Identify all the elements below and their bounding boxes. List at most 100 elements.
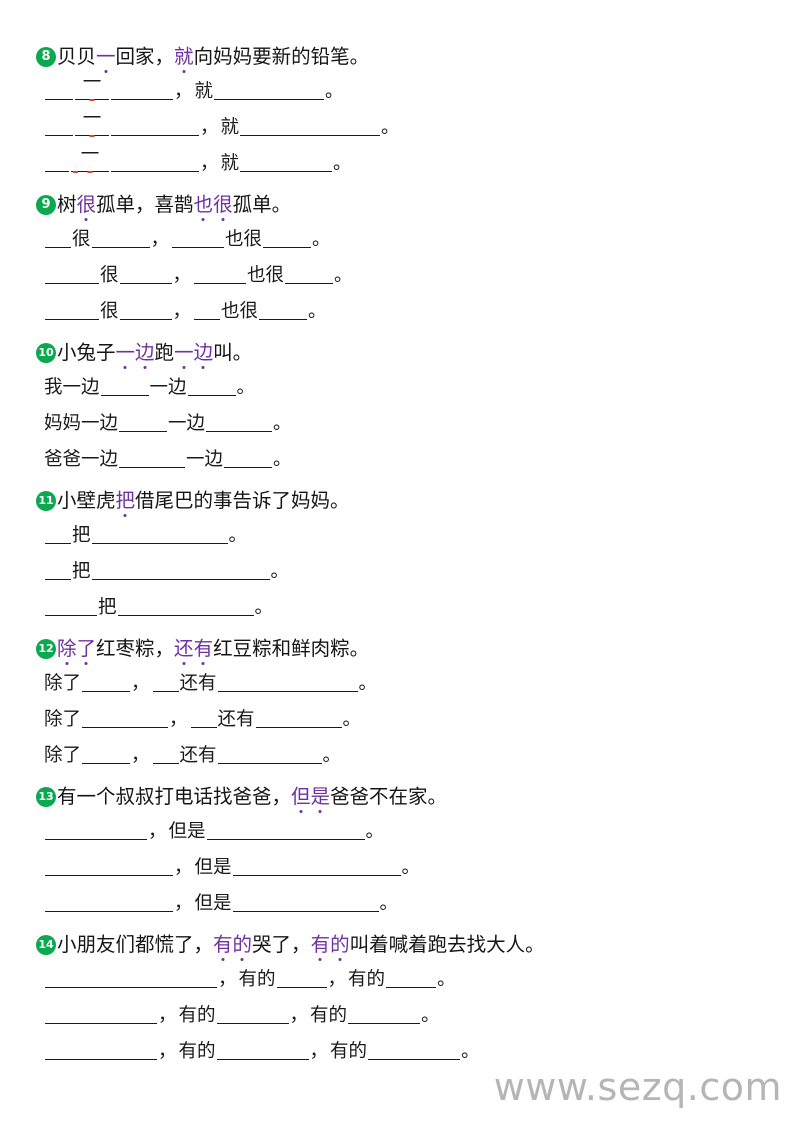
fill-in-blank[interactable]	[194, 266, 247, 284]
fill-in-blank[interactable]	[82, 674, 131, 692]
fill-in-blank[interactable]	[348, 1006, 421, 1024]
fill-in-blank[interactable]	[117, 598, 254, 616]
answer-line[interactable]: 把。	[36, 518, 776, 554]
fill-in-blank[interactable]	[45, 82, 73, 100]
fill-in-blank[interactable]	[45, 266, 99, 284]
answer-line[interactable]: 爸爸一边一边。	[36, 442, 776, 478]
fill-in-blank[interactable]	[111, 154, 199, 172]
prompt-segment: 有一个叔叔打电话找爸爸，	[57, 785, 292, 808]
fill-in-blank[interactable]	[214, 82, 325, 100]
answer-line[interactable]: 把。	[36, 590, 776, 626]
fill-in-blank-with-glyph[interactable]: 一	[75, 73, 109, 101]
answer-line[interactable]: 把。	[36, 554, 776, 590]
fill-in-blank[interactable]	[82, 710, 169, 728]
punctuation: ，	[174, 857, 193, 878]
answer-line[interactable]: 很，也很。	[36, 258, 776, 294]
fill-in-blank[interactable]	[111, 118, 199, 136]
answer-line[interactable]: ，有的，有的。	[36, 998, 776, 1034]
fill-in-blank[interactable]	[111, 82, 173, 100]
fill-in-blank[interactable]	[45, 154, 69, 172]
fill-in-blank-with-glyph[interactable]: 一	[71, 145, 109, 173]
fill-in-blank[interactable]	[259, 302, 308, 320]
fill-in-blank[interactable]	[232, 858, 401, 876]
answer-line[interactable]: ，但是。	[36, 850, 776, 886]
fill-in-blank[interactable]	[100, 378, 149, 396]
punctuation: ，	[327, 969, 347, 990]
exercise-number-badge: 12	[36, 639, 56, 659]
fill-in-blank[interactable]	[45, 302, 99, 320]
answer-line[interactable]: ，但是。	[36, 814, 776, 850]
fill-in-blank[interactable]	[240, 118, 381, 136]
fill-in-blank[interactable]	[82, 746, 131, 764]
fill-in-blank[interactable]	[119, 302, 172, 320]
fill-in-blank[interactable]	[91, 526, 228, 544]
prompt-segment: 小兔子	[57, 341, 116, 364]
answer-line[interactable]: 一，就。	[36, 109, 776, 146]
fill-in-blank[interactable]	[216, 1042, 309, 1060]
punctuation: ，	[172, 301, 192, 322]
answer-line[interactable]: 很，也很。	[36, 222, 776, 258]
answer-line[interactable]: ，有的，有的。	[36, 962, 776, 998]
fill-in-blank[interactable]	[263, 230, 312, 248]
fill-in-blank[interactable]	[217, 746, 322, 764]
fill-in-blank[interactable]	[206, 414, 273, 432]
fill-in-blank[interactable]	[45, 1006, 157, 1024]
fill-in-blank[interactable]	[45, 526, 71, 544]
answer-line[interactable]: 一，就。	[36, 73, 776, 110]
fill-in-blank[interactable]	[240, 154, 333, 172]
fill-in-blank[interactable]	[119, 266, 172, 284]
fill-in-blank[interactable]	[194, 302, 221, 320]
fill-in-blank[interactable]	[217, 674, 358, 692]
fill-in-blank[interactable]	[91, 562, 270, 580]
answer-line[interactable]: 我一边一边。	[36, 370, 776, 406]
fill-in-blank[interactable]	[172, 230, 225, 248]
fill-in-blank[interactable]	[368, 1042, 461, 1060]
emphasis-keyword: 边	[194, 336, 214, 370]
fill-in-blank[interactable]	[152, 746, 179, 764]
punctuation: ，	[172, 265, 192, 286]
fill-in-blank[interactable]	[386, 970, 437, 988]
blank-overlay-character: 一	[82, 71, 102, 93]
fill-in-blank[interactable]	[91, 230, 150, 248]
answer-line[interactable]: ，但是。	[36, 886, 776, 922]
fill-in-blank[interactable]	[45, 1042, 157, 1060]
emphasis-keyword: 就	[174, 40, 194, 74]
answer-line[interactable]: 妈妈一边一边。	[36, 406, 776, 442]
fill-in-blank[interactable]	[187, 378, 236, 396]
answer-line[interactable]: 除了，还有。	[36, 702, 776, 738]
fill-in-blank[interactable]	[119, 450, 186, 468]
fill-in-blank[interactable]	[119, 414, 168, 432]
fill-in-blank[interactable]	[45, 118, 73, 136]
fill-in-blank[interactable]	[152, 674, 179, 692]
punctuation: ，	[218, 969, 237, 990]
exercise-prompt-text: 贝贝一回家，就向妈妈要新的铅笔。	[57, 40, 369, 74]
fill-in-blank[interactable]	[206, 822, 365, 840]
answer-line[interactable]: 很，也很。	[36, 294, 776, 330]
fill-in-blank[interactable]	[190, 710, 217, 728]
answer-line[interactable]: 除了，还有。	[36, 666, 776, 702]
answer-line[interactable]: 除了，还有。	[36, 738, 776, 774]
fill-in-blank[interactable]	[276, 970, 327, 988]
answer-line-text: 但是	[194, 893, 232, 914]
fill-in-blank[interactable]	[232, 894, 379, 912]
answer-line[interactable]: ，有的，有的。	[36, 1034, 776, 1070]
emphasis-keyword: 但	[291, 780, 311, 814]
answer-line[interactable]: 一，就。	[36, 145, 776, 182]
fill-in-blank[interactable]	[45, 562, 71, 580]
fill-in-blank[interactable]	[45, 230, 71, 248]
fill-in-blank[interactable]	[255, 710, 342, 728]
fill-in-blank[interactable]	[45, 858, 173, 876]
fill-in-blank[interactable]	[45, 822, 147, 840]
fill-in-blank[interactable]	[45, 598, 97, 616]
fill-in-blank[interactable]	[45, 894, 173, 912]
fill-in-blank[interactable]	[224, 450, 273, 468]
exercise-prompt-text: 除了红枣粽，还有红豆粽和鲜肉粽。	[57, 632, 369, 666]
punctuation: 。	[401, 857, 421, 878]
fill-in-blank[interactable]	[285, 266, 334, 284]
fill-in-blank-with-glyph[interactable]: 一	[75, 109, 109, 137]
fill-in-blank[interactable]	[216, 1006, 289, 1024]
fill-in-blank[interactable]	[45, 970, 217, 988]
